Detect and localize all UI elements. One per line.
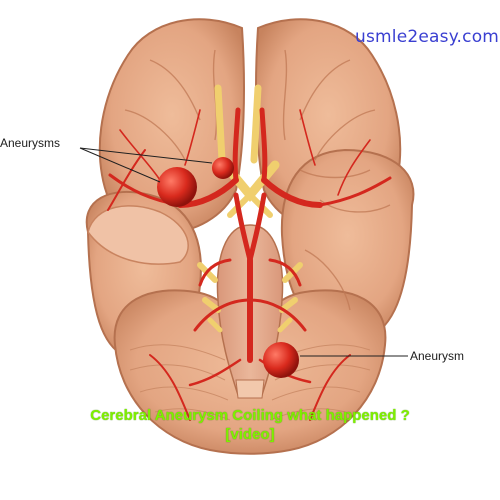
aneurysm-left-large xyxy=(157,167,197,207)
watermark-text: usmle2easy.com xyxy=(355,27,500,47)
caption-subtitle: [video] xyxy=(225,426,275,443)
aneurysm-right xyxy=(263,342,299,378)
label-pointers xyxy=(79,147,408,357)
caption-title: Cerebral Aneurysm Coiling what happened … xyxy=(90,407,410,424)
label-aneurysm: Aneurysm xyxy=(410,349,465,363)
label-aneurysms: Aneurysms xyxy=(0,136,61,150)
cerebral-arteries xyxy=(107,107,392,421)
aneurysm-left-small xyxy=(212,157,234,179)
